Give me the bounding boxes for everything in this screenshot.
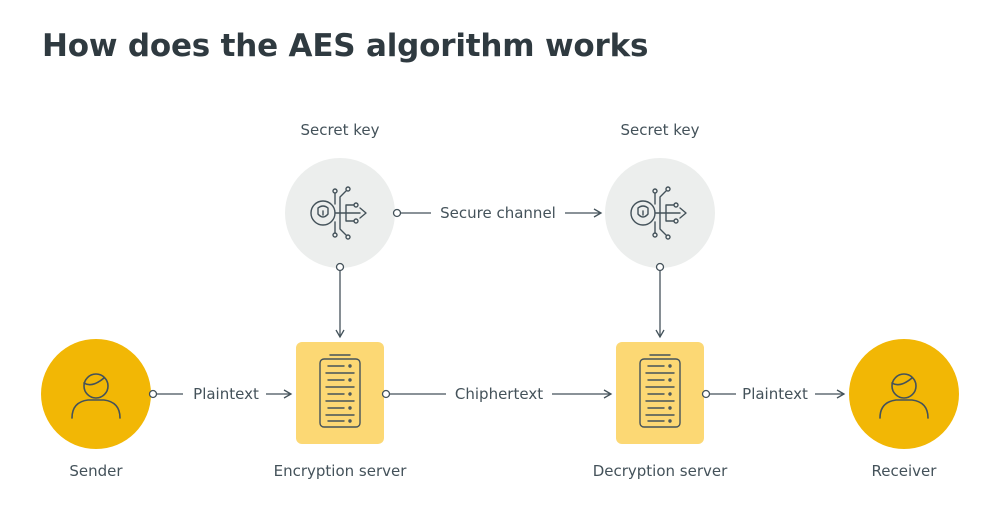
secret-key-left-label: Secret key (300, 121, 380, 139)
secret-key-left-node (285, 158, 395, 268)
right-key-to-server-edge (655, 262, 665, 339)
ciphertext-label: Chiphertext (455, 385, 543, 403)
decryption-server-label: Decryption server (592, 462, 728, 480)
plaintext-in-edge: Plaintext (148, 385, 293, 403)
decryption-server-node (616, 342, 704, 444)
secret-key-right-node (605, 158, 715, 268)
receiver-node (849, 339, 959, 449)
plaintext-in-label: Plaintext (193, 385, 259, 403)
secure-channel-label: Secure channel (440, 204, 556, 222)
sender-label: Sender (69, 462, 123, 480)
secure-channel-edge: Secure channel (392, 204, 603, 222)
plaintext-out-edge: Plaintext (701, 385, 846, 403)
ciphertext-edge: Chiphertext (381, 385, 613, 403)
sender-node (41, 339, 151, 449)
secret-key-right-label: Secret key (620, 121, 700, 139)
plaintext-out-label: Plaintext (742, 385, 808, 403)
receiver-label: Receiver (871, 462, 937, 480)
left-key-to-server-edge (335, 262, 345, 339)
encryption-server-label: Encryption server (273, 462, 407, 480)
page-title: How does the AES algorithm works (42, 28, 649, 64)
encryption-server-node (296, 342, 384, 444)
